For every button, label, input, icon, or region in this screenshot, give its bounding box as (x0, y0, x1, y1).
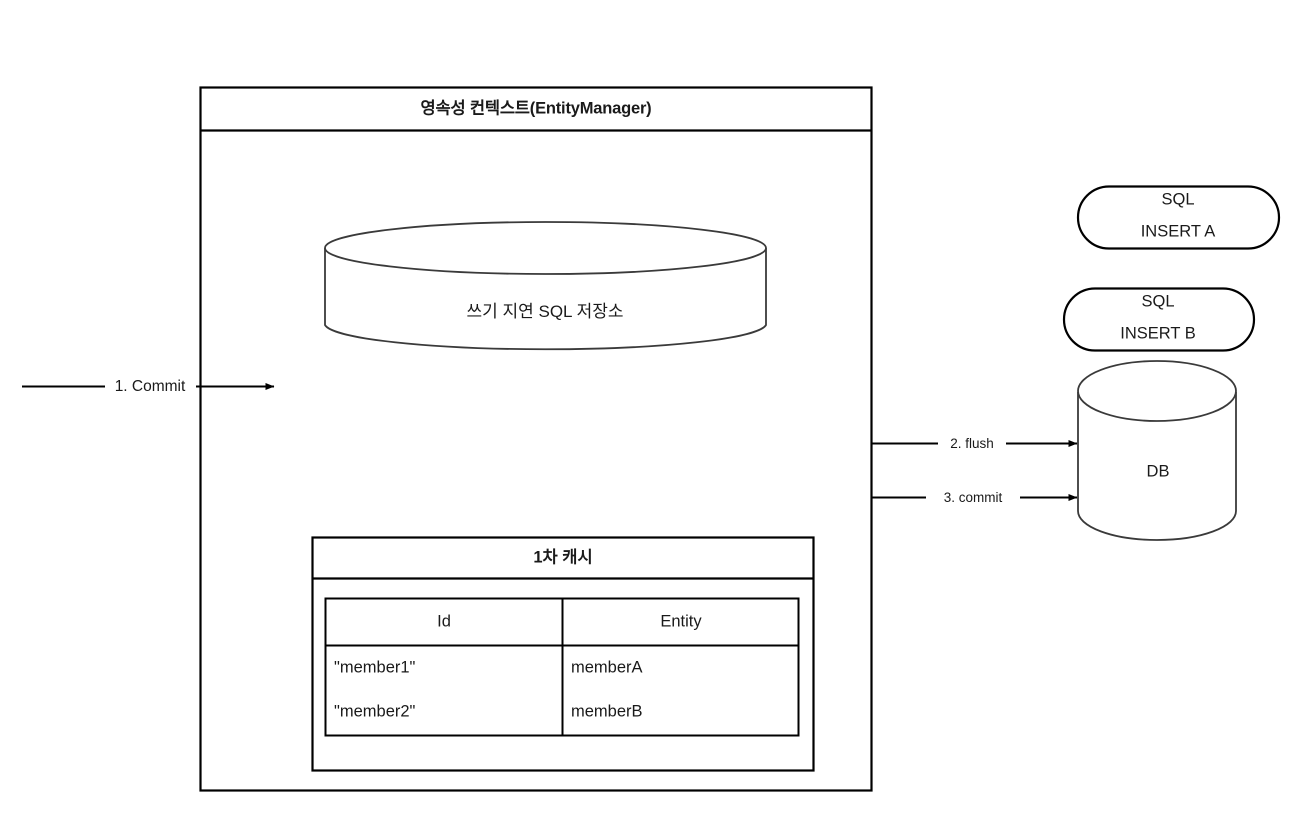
cache-cell-entity-0: memberA (571, 658, 643, 677)
cache-cell-id-1: "member2" (334, 702, 416, 721)
database-label: DB (1146, 462, 1170, 481)
flow-label-2-flush: 2. flush (948, 436, 996, 452)
first-level-cache-title: 1차 캐시 (533, 548, 593, 567)
sql-insert-a-line2: INSERT A (1140, 222, 1216, 241)
cache-cell-entity-1: memberB (571, 702, 643, 721)
persistence-context-title: 영속성 컨텍스트(EntityManager) (420, 99, 652, 118)
database-cylinder (1077, 360, 1237, 541)
sql-insert-b-box (1062, 287, 1256, 352)
sql-insert-a-box (1076, 185, 1281, 250)
first-level-cache-table-grid (324, 597, 800, 737)
sql-insert-b-line2: INSERT B (1120, 324, 1196, 343)
cache-column-header-id: Id (437, 612, 451, 631)
cache-cell-id-0: "member1" (334, 658, 416, 677)
write-behind-sql-store-cylinder (324, 221, 767, 351)
sql-insert-b-line1: SQL (1141, 292, 1175, 311)
flow-label-1-commit: 1. Commit (112, 378, 188, 396)
cache-column-header-entity: Entity (660, 612, 702, 631)
write-behind-sql-store-label: 쓰기 지연 SQL 저장소 (466, 302, 624, 322)
flow-label-3-commit: 3. commit (941, 490, 1005, 506)
sql-insert-a-line1: SQL (1161, 190, 1195, 209)
